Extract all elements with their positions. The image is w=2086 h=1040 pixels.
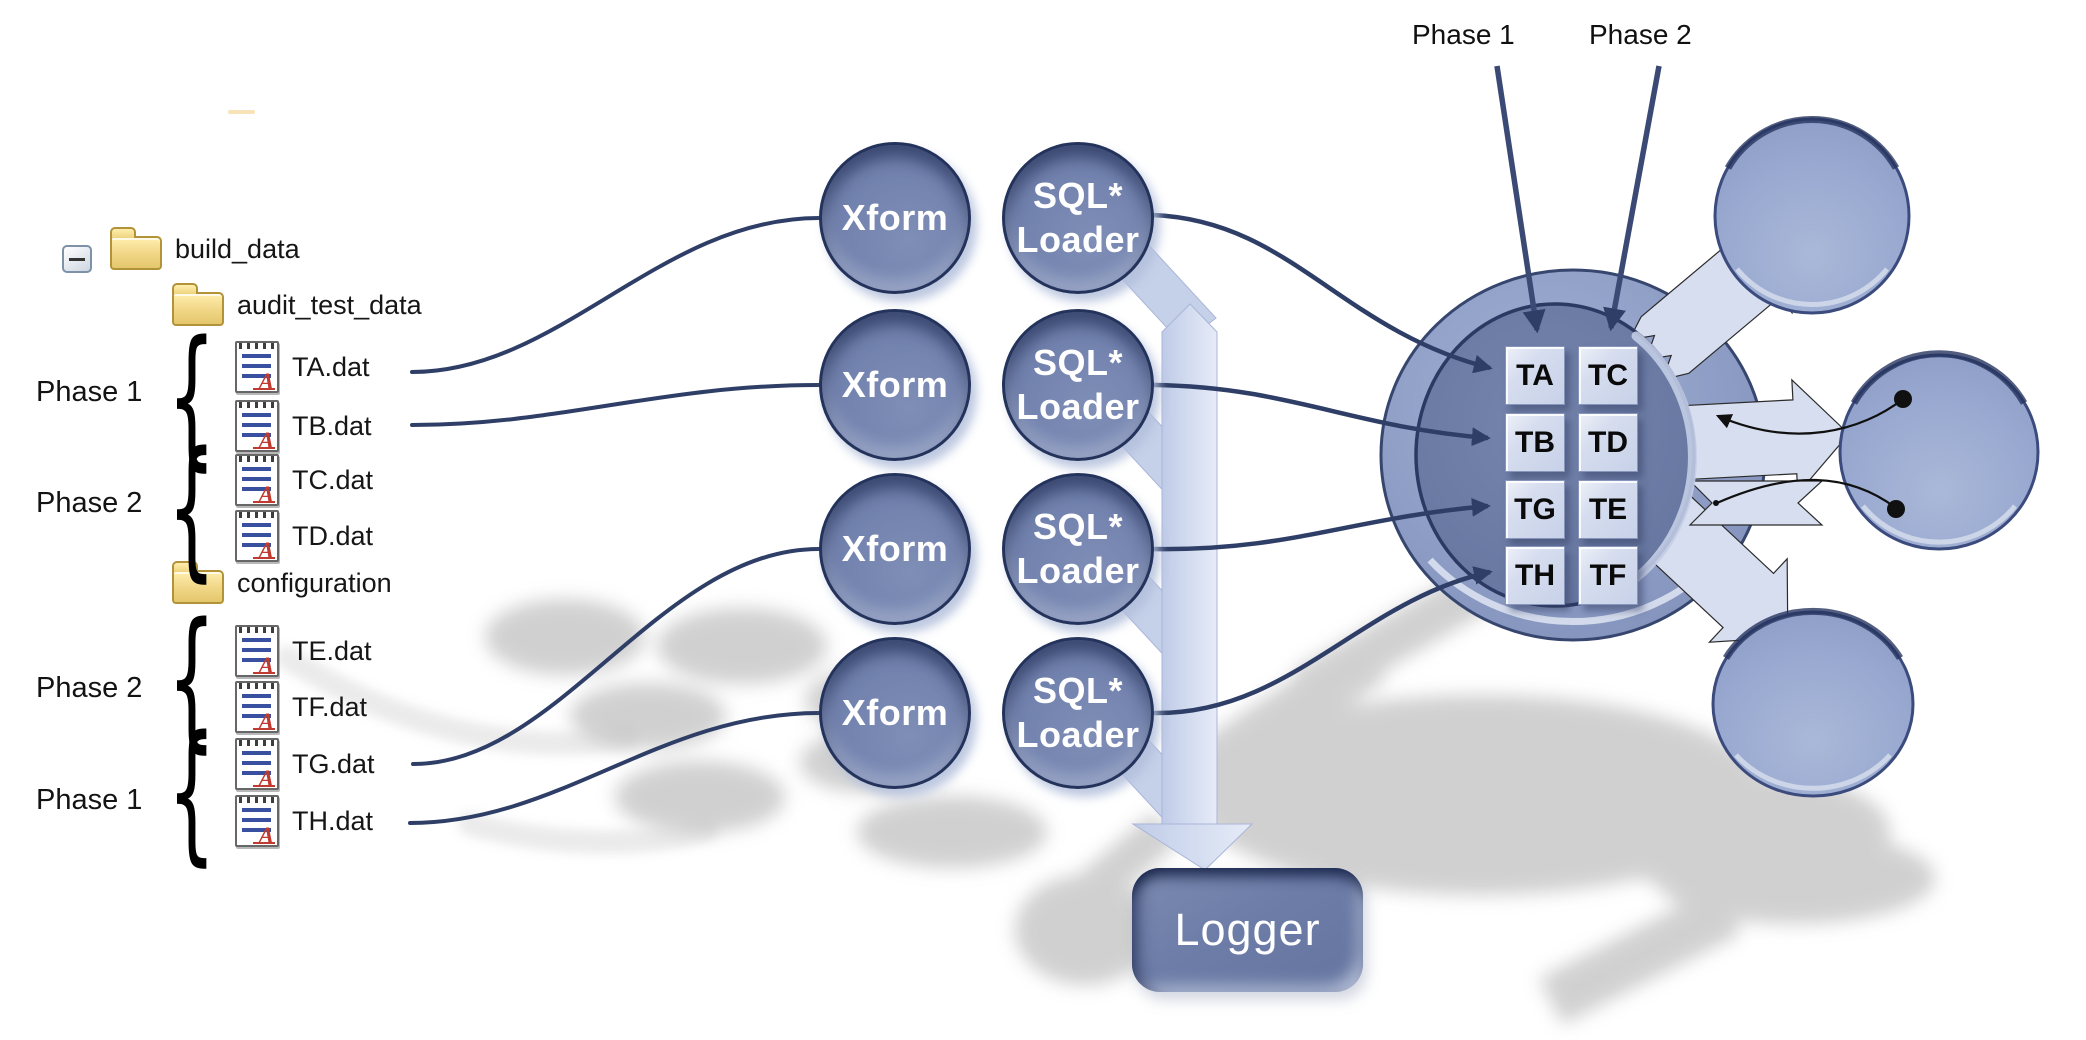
tree-item-label: TH.dat <box>292 805 374 836</box>
phase2-annotation: Phase 2 <box>1589 19 1692 50</box>
sql-loader-label-line2: Loader <box>1016 550 1140 591</box>
data-file-icon <box>235 625 279 677</box>
sql-loader-node-2: SQL* Loader <box>1002 309 1154 461</box>
data-file-icon <box>235 681 279 733</box>
stray-highlight-dash <box>228 110 255 114</box>
tree-item-tb-dat[interactable]: TB.dat <box>235 400 372 452</box>
tree-item-tg-dat[interactable]: TG.dat <box>235 738 375 790</box>
tree-item-tc-dat[interactable]: TC.dat <box>235 454 373 506</box>
data-file-icon <box>235 795 279 847</box>
tree-item-label: configuration <box>237 567 392 598</box>
brace-group-2: { <box>167 419 216 596</box>
phase-group-label-1: Phase 1 <box>36 376 143 408</box>
loader-connector-curves <box>1151 212 1493 716</box>
cast-shadow-swooshes <box>276 646 718 854</box>
db-table-tb: TB <box>1505 413 1565 472</box>
data-file-icon <box>235 738 279 790</box>
xform-node-label: Xform <box>841 692 949 733</box>
tree-item-build-data[interactable]: build_data <box>110 227 300 270</box>
sql-loader-label-line1: SQL* <box>1032 342 1123 383</box>
sql-loader-label-line2: Loader <box>1016 386 1140 427</box>
folder-icon <box>172 283 224 326</box>
tree-item-label: TA.dat <box>292 351 370 382</box>
phase-group-label-2: Phase 2 <box>36 487 143 519</box>
tree-item-td-dat[interactable]: TD.dat <box>235 510 373 562</box>
db-table-tf: TF <box>1578 546 1638 605</box>
phase1-annotation: Phase 1 <box>1412 19 1515 50</box>
data-file-icon <box>235 400 279 452</box>
band-stem <box>1161 303 1218 826</box>
cast-shadow-blobs <box>485 565 1935 1025</box>
sql-loader-node-1: SQL* Loader <box>1002 142 1154 294</box>
tree-item-ta-dat[interactable]: TA.dat <box>235 341 370 393</box>
tree-item-th-dat[interactable]: TH.dat <box>235 795 373 847</box>
sql-loader-label-line2: Loader <box>1016 219 1140 260</box>
sql-loader-label-line1: SQL* <box>1032 175 1123 216</box>
xform-node-label: Xform <box>841 197 949 238</box>
sql-loader-node-3: SQL* Loader <box>1002 473 1154 625</box>
db-table-th: TH <box>1505 546 1565 605</box>
xform-node-4: Xform <box>819 637 971 789</box>
folder-icon <box>110 227 162 270</box>
tree-item-label: build_data <box>175 233 300 264</box>
db-table-td: TD <box>1578 413 1638 472</box>
data-file-icon <box>235 341 279 393</box>
sql-loader-label-line1: SQL* <box>1032 506 1123 547</box>
db-table-tg: TG <box>1505 480 1565 539</box>
tree-item-label: audit_test_data <box>237 289 422 320</box>
tree-item-label: TE.dat <box>292 635 372 666</box>
tree-item-label: TF.dat <box>292 691 368 722</box>
sql-loader-label-line2: Loader <box>1016 714 1140 755</box>
xform-node-label: Xform <box>841 528 949 569</box>
tree-item-label: TD.dat <box>292 520 374 551</box>
tree-item-audit-test-data[interactable]: audit_test_data <box>172 283 422 326</box>
tree-item-tf-dat[interactable]: TF.dat <box>235 681 367 733</box>
phase-group-label-4: Phase 1 <box>36 784 143 816</box>
brace-group-4: { <box>167 703 216 880</box>
tree-item-label: TC.dat <box>292 464 374 495</box>
xform-node-2: Xform <box>819 309 971 461</box>
database-inner-crescent <box>1631 331 1697 583</box>
logger-label: Logger <box>1174 904 1321 955</box>
xform-node-1: Xform <box>819 142 971 294</box>
logger-node: Logger <box>1132 868 1363 992</box>
xform-node-3: Xform <box>819 473 971 625</box>
tree-expander-minus[interactable] <box>62 245 92 273</box>
db-table-te: TE <box>1578 480 1638 539</box>
satellite-circles <box>1711 116 2040 798</box>
sql-loader-label-line1: SQL* <box>1032 670 1123 711</box>
file-connector-curves <box>408 216 821 825</box>
folder-icon <box>172 561 224 604</box>
xform-node-label: Xform <box>841 364 949 405</box>
db-table-ta: TA <box>1505 346 1565 405</box>
tree-item-te-dat[interactable]: TE.dat <box>235 625 372 677</box>
band-arrowhead <box>1131 823 1254 871</box>
sync-arrows <box>1713 390 1912 518</box>
db-table-tc: TC <box>1578 346 1638 405</box>
data-file-icon <box>235 510 279 562</box>
sql-loader-node-4: SQL* Loader <box>1002 637 1154 789</box>
data-file-icon <box>235 454 279 506</box>
tree-item-label: TG.dat <box>292 748 375 779</box>
tree-item-configuration[interactable]: configuration <box>172 561 392 604</box>
tree-item-label: TB.dat <box>292 410 372 441</box>
phase-pointer-lines <box>1494 65 1662 334</box>
phase-group-label-3: Phase 2 <box>36 672 143 704</box>
